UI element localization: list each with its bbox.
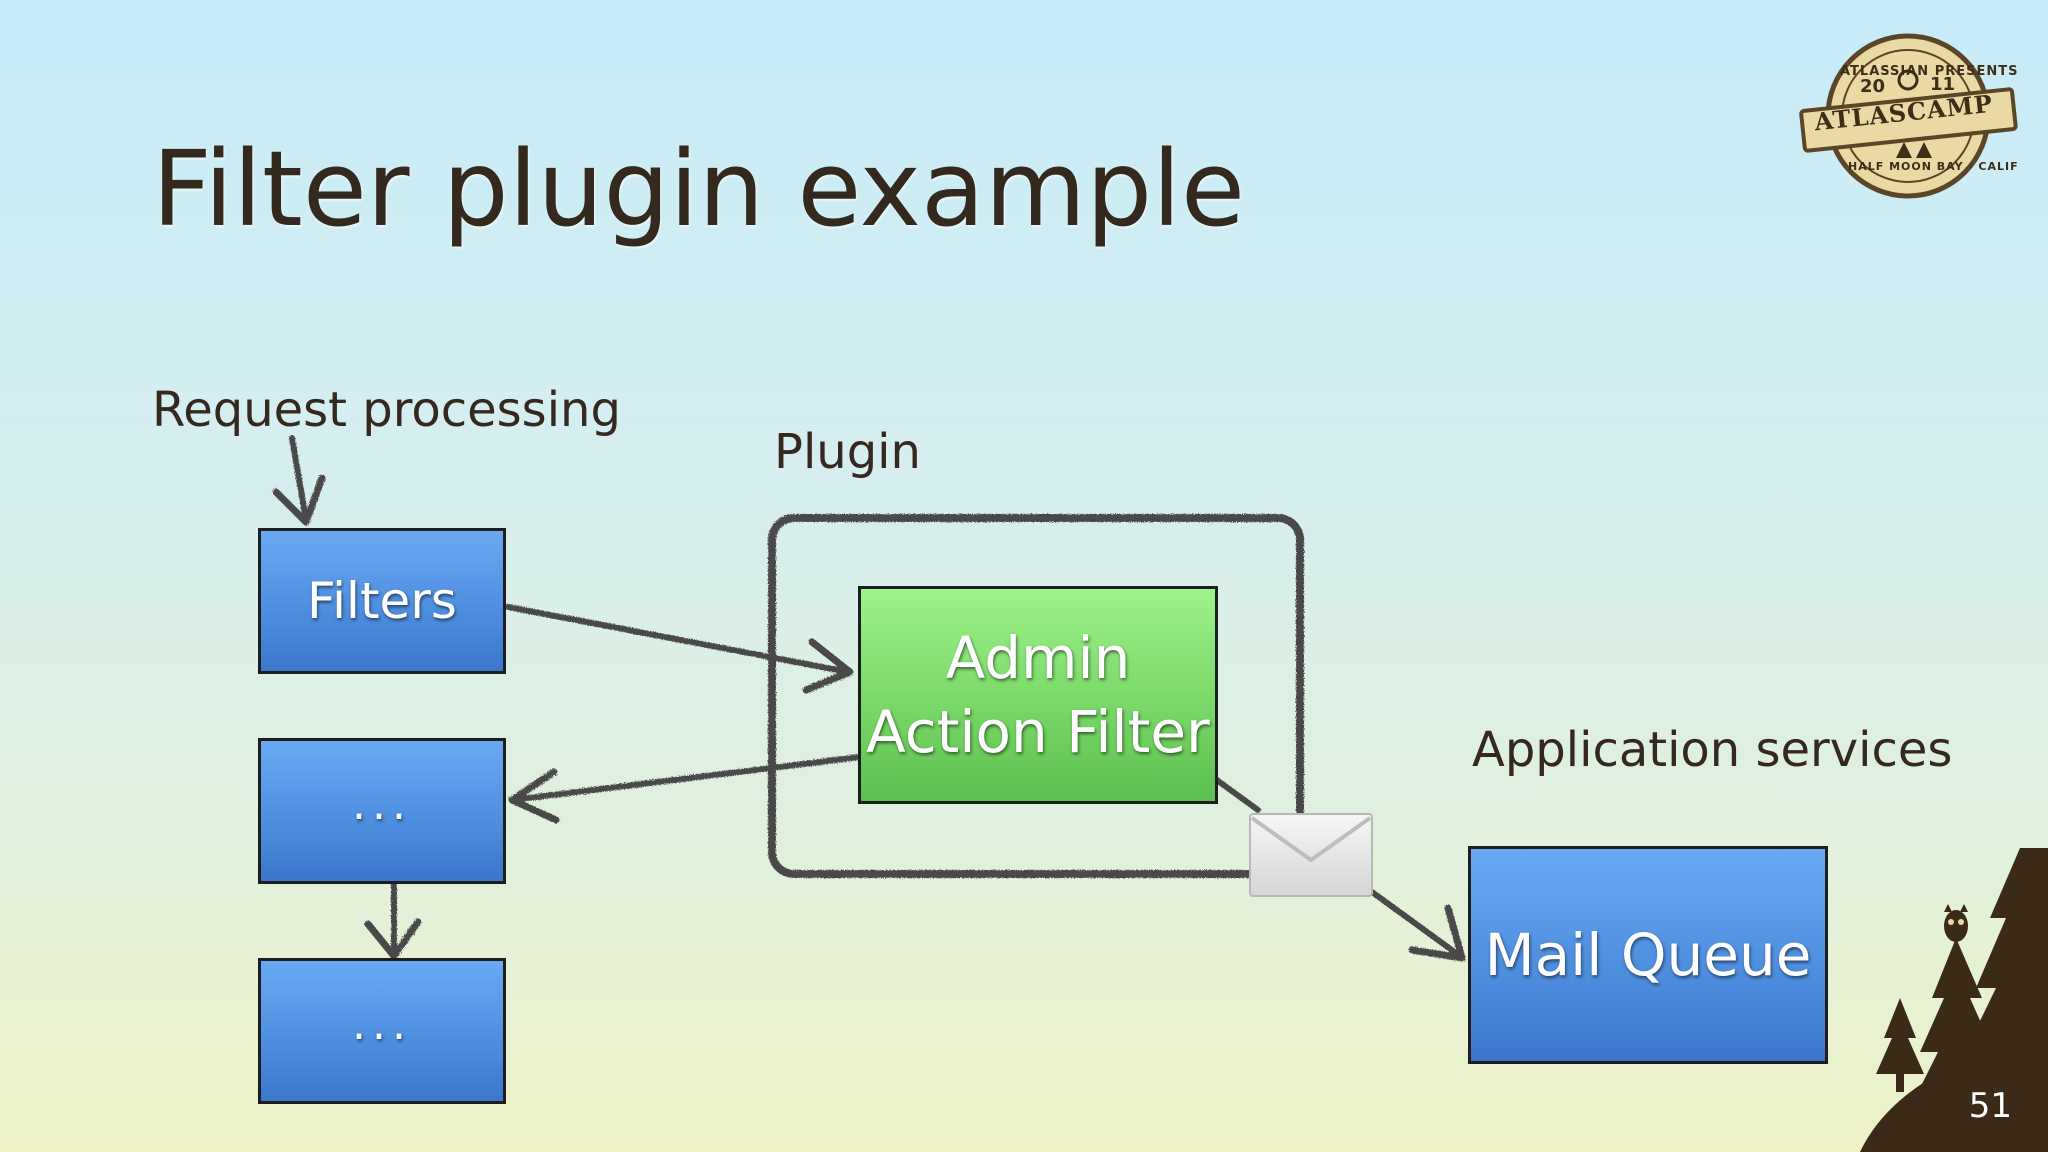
logo-year-left: 20 [1860,76,1886,97]
logo-year-right: 11 [1930,74,1956,95]
filters-box: Filters [258,528,506,674]
ellipsis-box-2-label: ... [352,998,412,1050]
atlascamp-logo [1799,33,2018,199]
admin-filter-line2: Action Filter [866,698,1210,766]
arrow-request-to-filters [289,435,309,523]
ellipsis-box-1-label: ... [352,778,412,830]
admin-action-filter-box: Admin Action Filter [858,586,1218,804]
request-processing-label: Request processing [152,382,621,438]
arrow-admin-to-ellipsis [509,754,863,803]
mail-queue-box-label: Mail Queue [1484,921,1812,989]
page-number: 51 [1968,1086,2012,1126]
arrow-filters-to-admin [505,604,851,675]
filters-box-label: Filters [307,572,457,630]
ellipsis-box-1: ... [258,738,506,884]
forest-silhouette-decoration [1860,848,2048,1152]
application-services-label: Application services [1472,722,1953,778]
slide-title: Filter plugin example [152,128,1245,250]
envelope-icon [1249,813,1373,897]
arrow-envelope-to-mail-queue [1369,889,1463,959]
logo-presenter-text: ATLASSIAN PRESENTS [1840,64,2019,79]
ellipsis-box-2: ... [258,958,506,1104]
plugin-label: Plugin [774,424,921,480]
logo-location-text: HALF MOON BAY · CALIF [1848,160,2019,173]
arrow-admin-to-mail-queue [1211,775,1261,813]
admin-filter-line1: Admin [945,623,1131,692]
mail-queue-box: Mail Queue [1468,846,1828,1064]
